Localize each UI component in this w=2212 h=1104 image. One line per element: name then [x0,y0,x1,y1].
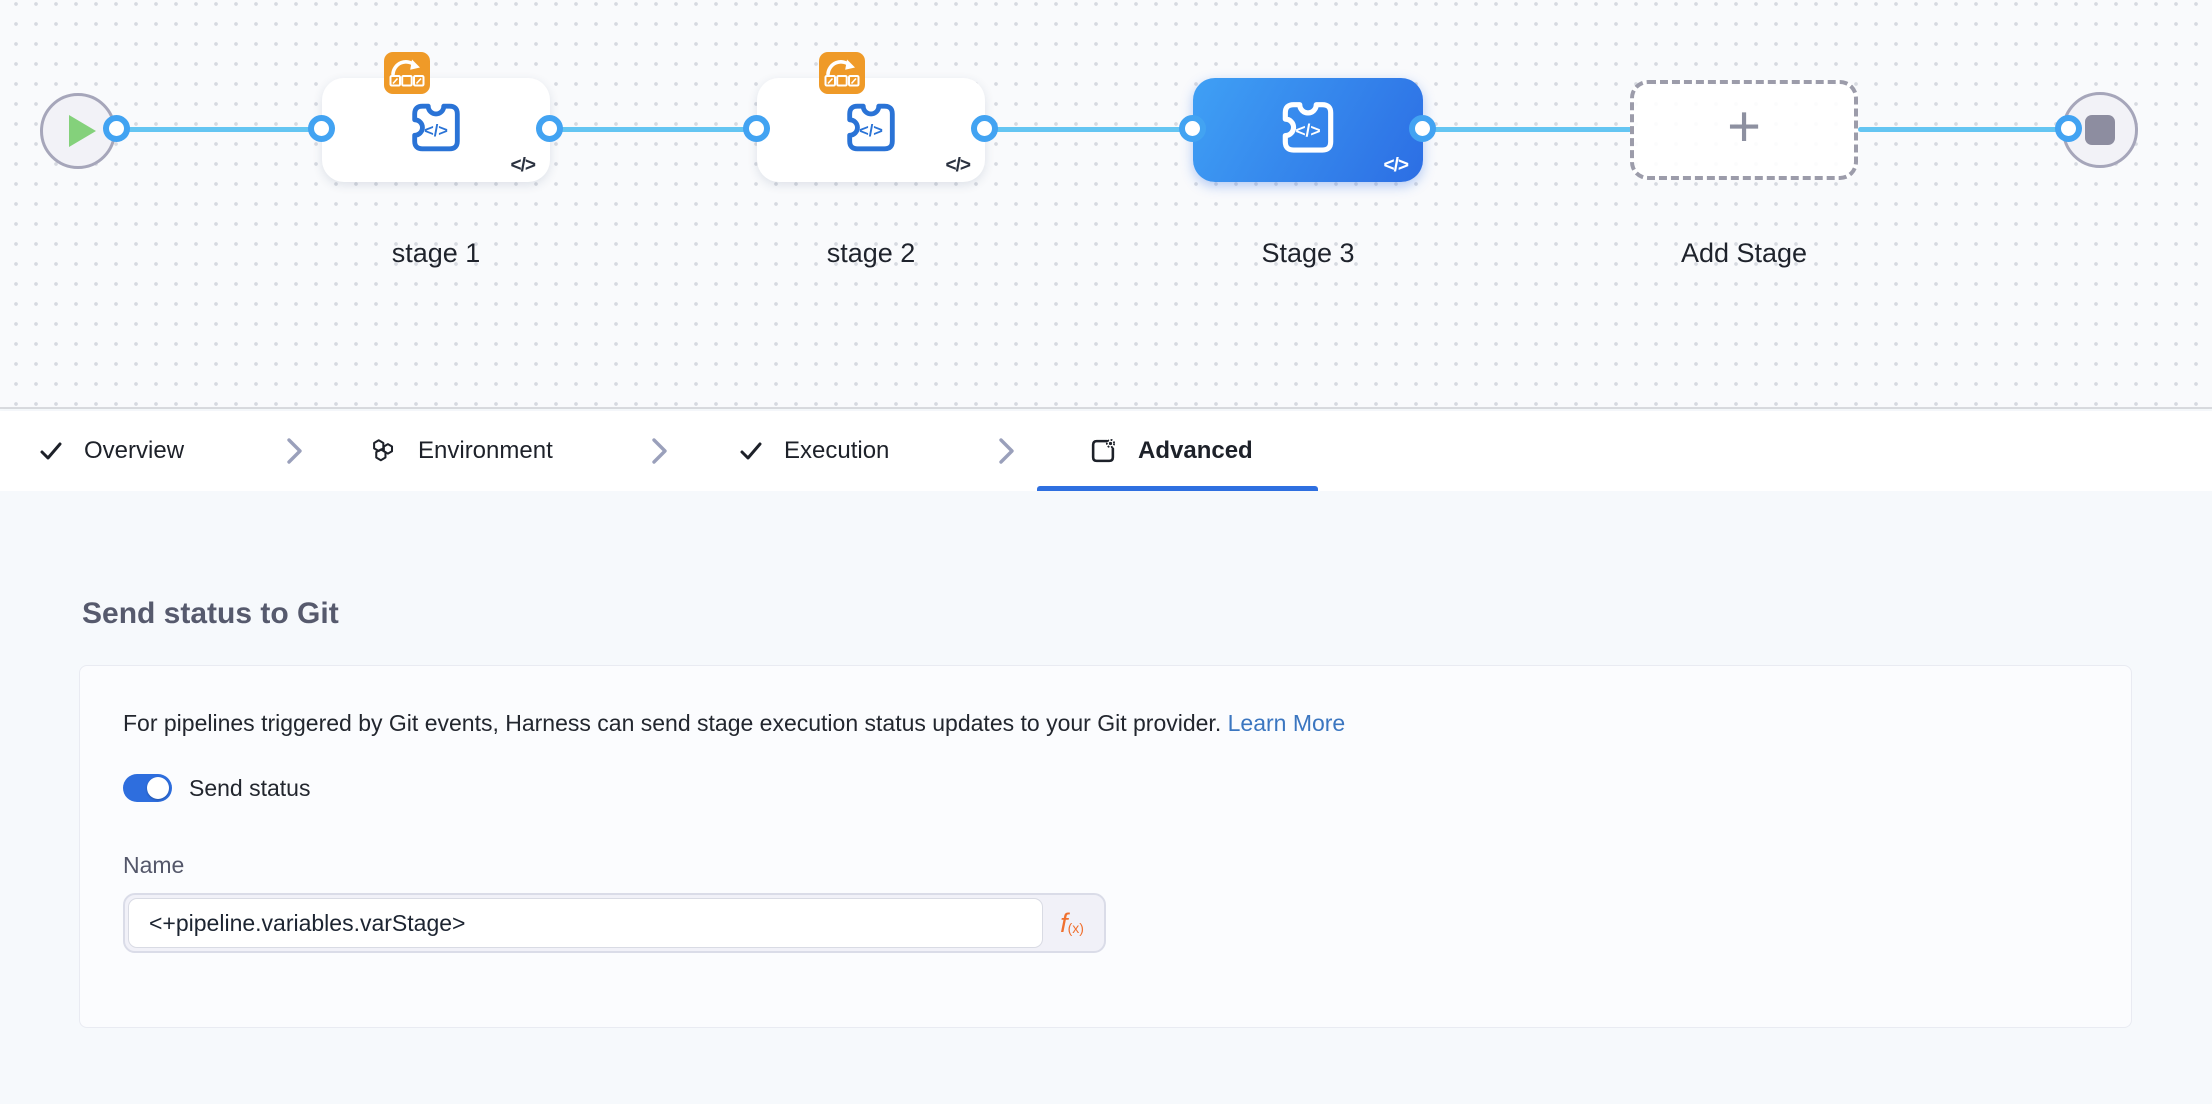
tab-advanced[interactable]: Advanced [1088,411,1253,491]
code-glyph-icon: </> [946,155,970,177]
port [308,115,335,142]
edge-stage1-stage2 [550,127,757,132]
send-status-card: For pipelines triggered by Git events, H… [79,665,2132,1028]
svg-text:</>: </> [859,122,883,140]
add-stage-button[interactable]: + [1630,80,1858,180]
edge-stage2-stage3 [985,127,1193,132]
port [743,115,770,142]
add-stage-label: Add Stage [1644,238,1844,269]
code-glyph-icon: </> [1384,155,1408,177]
check-icon [38,438,64,464]
plus-icon: + [1727,98,1761,156]
custom-stage-code-icon: </> [405,97,467,159]
section-title: Send status to Git [82,597,339,631]
advanced-gear-icon [1088,436,1118,466]
stop-icon [2085,115,2115,145]
port [1179,115,1206,142]
check-icon [738,438,764,464]
stage-label: stage 1 [336,238,536,269]
toggle-knob [147,777,169,799]
chevron-right-icon [648,436,670,466]
edge-stage3-addstage [1423,127,1632,132]
play-icon [69,115,96,147]
looping-strategy-badge [819,52,865,94]
svg-text:</>: </> [424,122,448,140]
port [2055,115,2082,142]
name-field-label: Name [123,852,184,879]
description-text: For pipelines triggered by Git events, H… [123,708,1345,738]
toggle-label: Send status [189,775,310,802]
send-status-row: Send status [123,774,310,802]
stage-name-input[interactable] [128,898,1043,948]
tab-overview[interactable]: Overview [38,411,184,491]
looping-strategy-badge [384,52,430,94]
chevron-right-icon [283,436,305,466]
stage-node-stage2[interactable]: </> </> [757,78,985,182]
name-input-group: f(x) [123,893,1106,953]
port [971,115,998,142]
stage-label: stage 2 [771,238,971,269]
chevron-right-icon [995,436,1017,466]
svg-text:</>: </> [1295,121,1320,141]
stage-label: Stage 3 [1208,238,1408,269]
expression-fx-button[interactable]: f(x) [1043,898,1101,948]
port [1409,115,1436,142]
stage-node-stage3[interactable]: </> </> [1193,78,1423,182]
advanced-tab-panel: Send status to Git For pipelines trigger… [0,491,2212,1104]
stage-node-stage1[interactable]: </> </> [322,78,550,182]
port [536,115,563,142]
hexagons-icon [368,436,398,466]
custom-stage-code-icon: </> [1275,94,1341,160]
edge-start-stage1 [117,127,322,132]
edge-addstage-end [1858,127,2069,132]
stage-config-tabbar: Overview Environment Execution [0,411,2212,491]
tab-environment[interactable]: Environment [368,411,553,491]
custom-stage-code-icon: </> [840,97,902,159]
send-status-toggle[interactable] [123,774,172,802]
code-glyph-icon: </> [511,155,535,177]
port [103,115,130,142]
pipeline-canvas[interactable]: </> </> </> </> [0,0,2212,409]
tab-execution[interactable]: Execution [738,411,889,491]
learn-more-link[interactable]: Learn More [1228,710,1346,736]
